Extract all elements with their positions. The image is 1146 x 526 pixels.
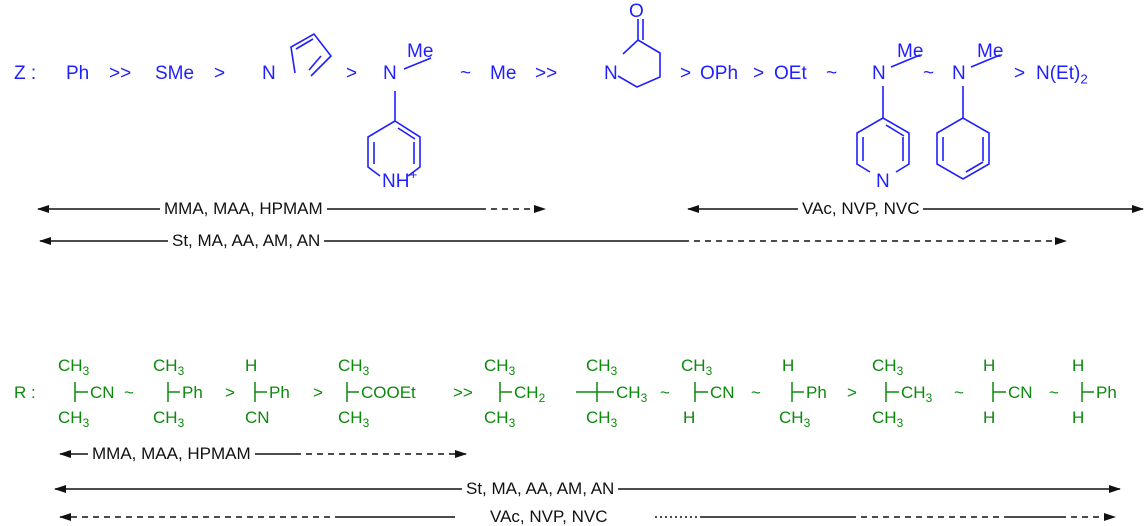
pyridinium-ring [367, 91, 421, 177]
r-tilde-4: ~ [954, 383, 964, 402]
r-range-label-3: VAc, NVP, NVC [486, 508, 612, 525]
r7-top: H [782, 356, 795, 375]
z-pyrrolidone-n: N [604, 63, 618, 84]
r10-right: Ph [1096, 383, 1117, 402]
bond-group-10 [1081, 382, 1094, 402]
r5-ch2: CH2 [514, 383, 546, 406]
z-pyrrole-n: N [262, 63, 276, 84]
r8-top: CH3 [872, 356, 904, 379]
r-much-greater: >> [453, 383, 473, 402]
z-dmap-n: N [872, 63, 886, 84]
pyrrole-ring [290, 32, 333, 77]
z-dmap-ring-n: N [876, 171, 890, 192]
r4-right: COOEt [361, 383, 416, 402]
bond-group-6 [694, 382, 708, 402]
r5-bottom-1: CH3 [484, 408, 516, 431]
bond-group-8 [885, 382, 899, 402]
z-tilde-2: ~ [826, 63, 838, 84]
z-pyridinium-nh: NH+ [382, 167, 418, 192]
r5-top-2: CH3 [586, 356, 618, 379]
z-greater-3: > [680, 63, 692, 84]
z-range-label-1: MMA, MAA, HPMAM [160, 200, 327, 217]
r4-top: CH3 [338, 356, 370, 379]
z-greater-5: > [1014, 63, 1026, 84]
r-series-label: R : [14, 383, 36, 402]
r3-right: Ph [269, 383, 290, 402]
bond-group-5 [499, 382, 614, 402]
bond-group-3 [254, 382, 267, 402]
z-pyridinium-n: N [383, 63, 397, 84]
z-me: Me [490, 63, 517, 84]
r5-right: CH3 [616, 383, 648, 406]
r-tilde-5: ~ [1049, 383, 1059, 402]
r9-bottom: H [983, 408, 996, 427]
z-much-greater-1: >> [109, 63, 132, 84]
r-greater-1: > [225, 383, 235, 402]
r-tilde-3: ~ [751, 383, 761, 402]
r2-top: CH3 [153, 356, 185, 379]
z-greater-1: > [214, 63, 226, 84]
r3-top: H [245, 356, 258, 375]
dmap-ring [856, 86, 910, 173]
r6-bottom: H [683, 408, 696, 427]
r-greater-3: > [847, 383, 857, 402]
z-sme: SMe [155, 63, 195, 84]
z-oet: OEt [774, 63, 807, 84]
r8-right: CH3 [901, 383, 933, 406]
r2-right: Ph [182, 383, 203, 402]
z-dmap-me: Me [897, 41, 924, 62]
bond-group-1 [74, 382, 88, 402]
z-range-label-2: VAc, NVP, NVC [798, 200, 924, 217]
z-tilde-3: ~ [923, 63, 935, 84]
r6-right: CN [710, 383, 735, 402]
r6-top: CH3 [681, 356, 713, 379]
pyrrolidone-ring [617, 39, 661, 88]
r9-top: H [983, 356, 996, 375]
r-greater-2: > [313, 383, 323, 402]
z-diethylamino: N(Et)2 [1036, 63, 1088, 87]
z-aniline-n: N [952, 63, 966, 84]
z-ph: Ph [66, 63, 90, 84]
bond-group-2 [167, 382, 180, 402]
z-aniline-me: Me [977, 41, 1004, 62]
r1-bottom: CH3 [58, 408, 90, 431]
bond-group-7 [791, 382, 804, 402]
z-much-greater-2: >> [535, 63, 558, 84]
r10-top: H [1072, 356, 1085, 375]
z-oph: OPh [700, 63, 739, 84]
z-pyrrolidone-o: O [629, 1, 644, 22]
r5-bottom-2: CH3 [586, 408, 618, 431]
aniline-ring [936, 86, 990, 180]
r10-bottom: H [1072, 408, 1085, 427]
z-greater-2: > [346, 63, 358, 84]
z-range-label-3: St, MA, AA, AM, AN [168, 232, 325, 249]
z-pyridinium-me: Me [407, 41, 434, 62]
r7-right: Ph [806, 383, 827, 402]
r3-bottom: CN [245, 408, 270, 427]
r-range-label-2: St, MA, AA, AM, AN [462, 480, 619, 497]
r8-bottom: CH3 [872, 408, 904, 431]
z-pyridinium-charge: + [409, 167, 418, 183]
r9-right: CN [1008, 383, 1033, 402]
z-tilde-1: ~ [460, 63, 472, 84]
r-tilde-1: ~ [124, 383, 134, 402]
r1-top: CH3 [58, 356, 90, 379]
r1-right: CN [90, 383, 115, 402]
r-range-label-1: MMA, MAA, HPMAM [88, 445, 255, 462]
r2-bottom: CH3 [153, 408, 185, 431]
r7-bottom: CH3 [779, 408, 811, 431]
bond-group-4 [346, 382, 359, 402]
z-greater-4: > [753, 63, 765, 84]
r5-top-1: CH3 [484, 356, 516, 379]
r-tilde-2: ~ [660, 383, 670, 402]
bond-group-9 [992, 382, 1006, 402]
r4-bottom: CH3 [338, 408, 370, 431]
z-series-label: Z : [14, 63, 37, 84]
